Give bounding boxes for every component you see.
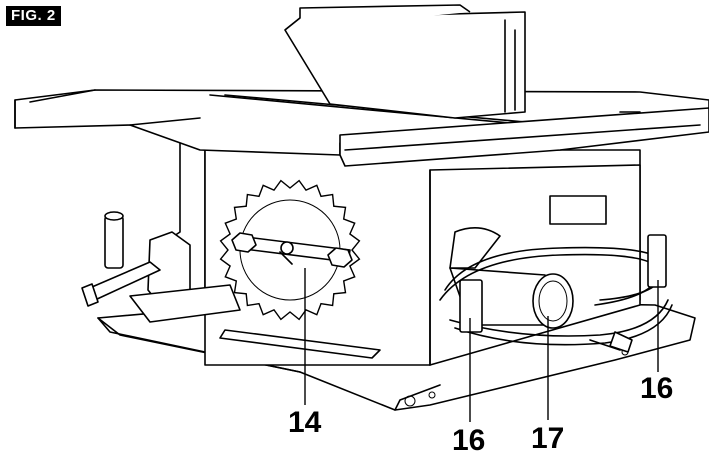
height-crank-icon <box>81 211 161 307</box>
callout-16-left: 16 <box>452 424 485 456</box>
cord-wraps <box>459 234 667 333</box>
left-support <box>147 134 206 306</box>
blade-wrench <box>231 232 353 268</box>
callout-14: 14 <box>288 406 322 439</box>
callout-17: 17 <box>531 422 564 455</box>
callout-16-right: 16 <box>640 372 673 405</box>
blade-guard <box>284 4 526 119</box>
figure-label: FIG. 2 <box>6 6 61 26</box>
base-rails <box>129 284 381 359</box>
